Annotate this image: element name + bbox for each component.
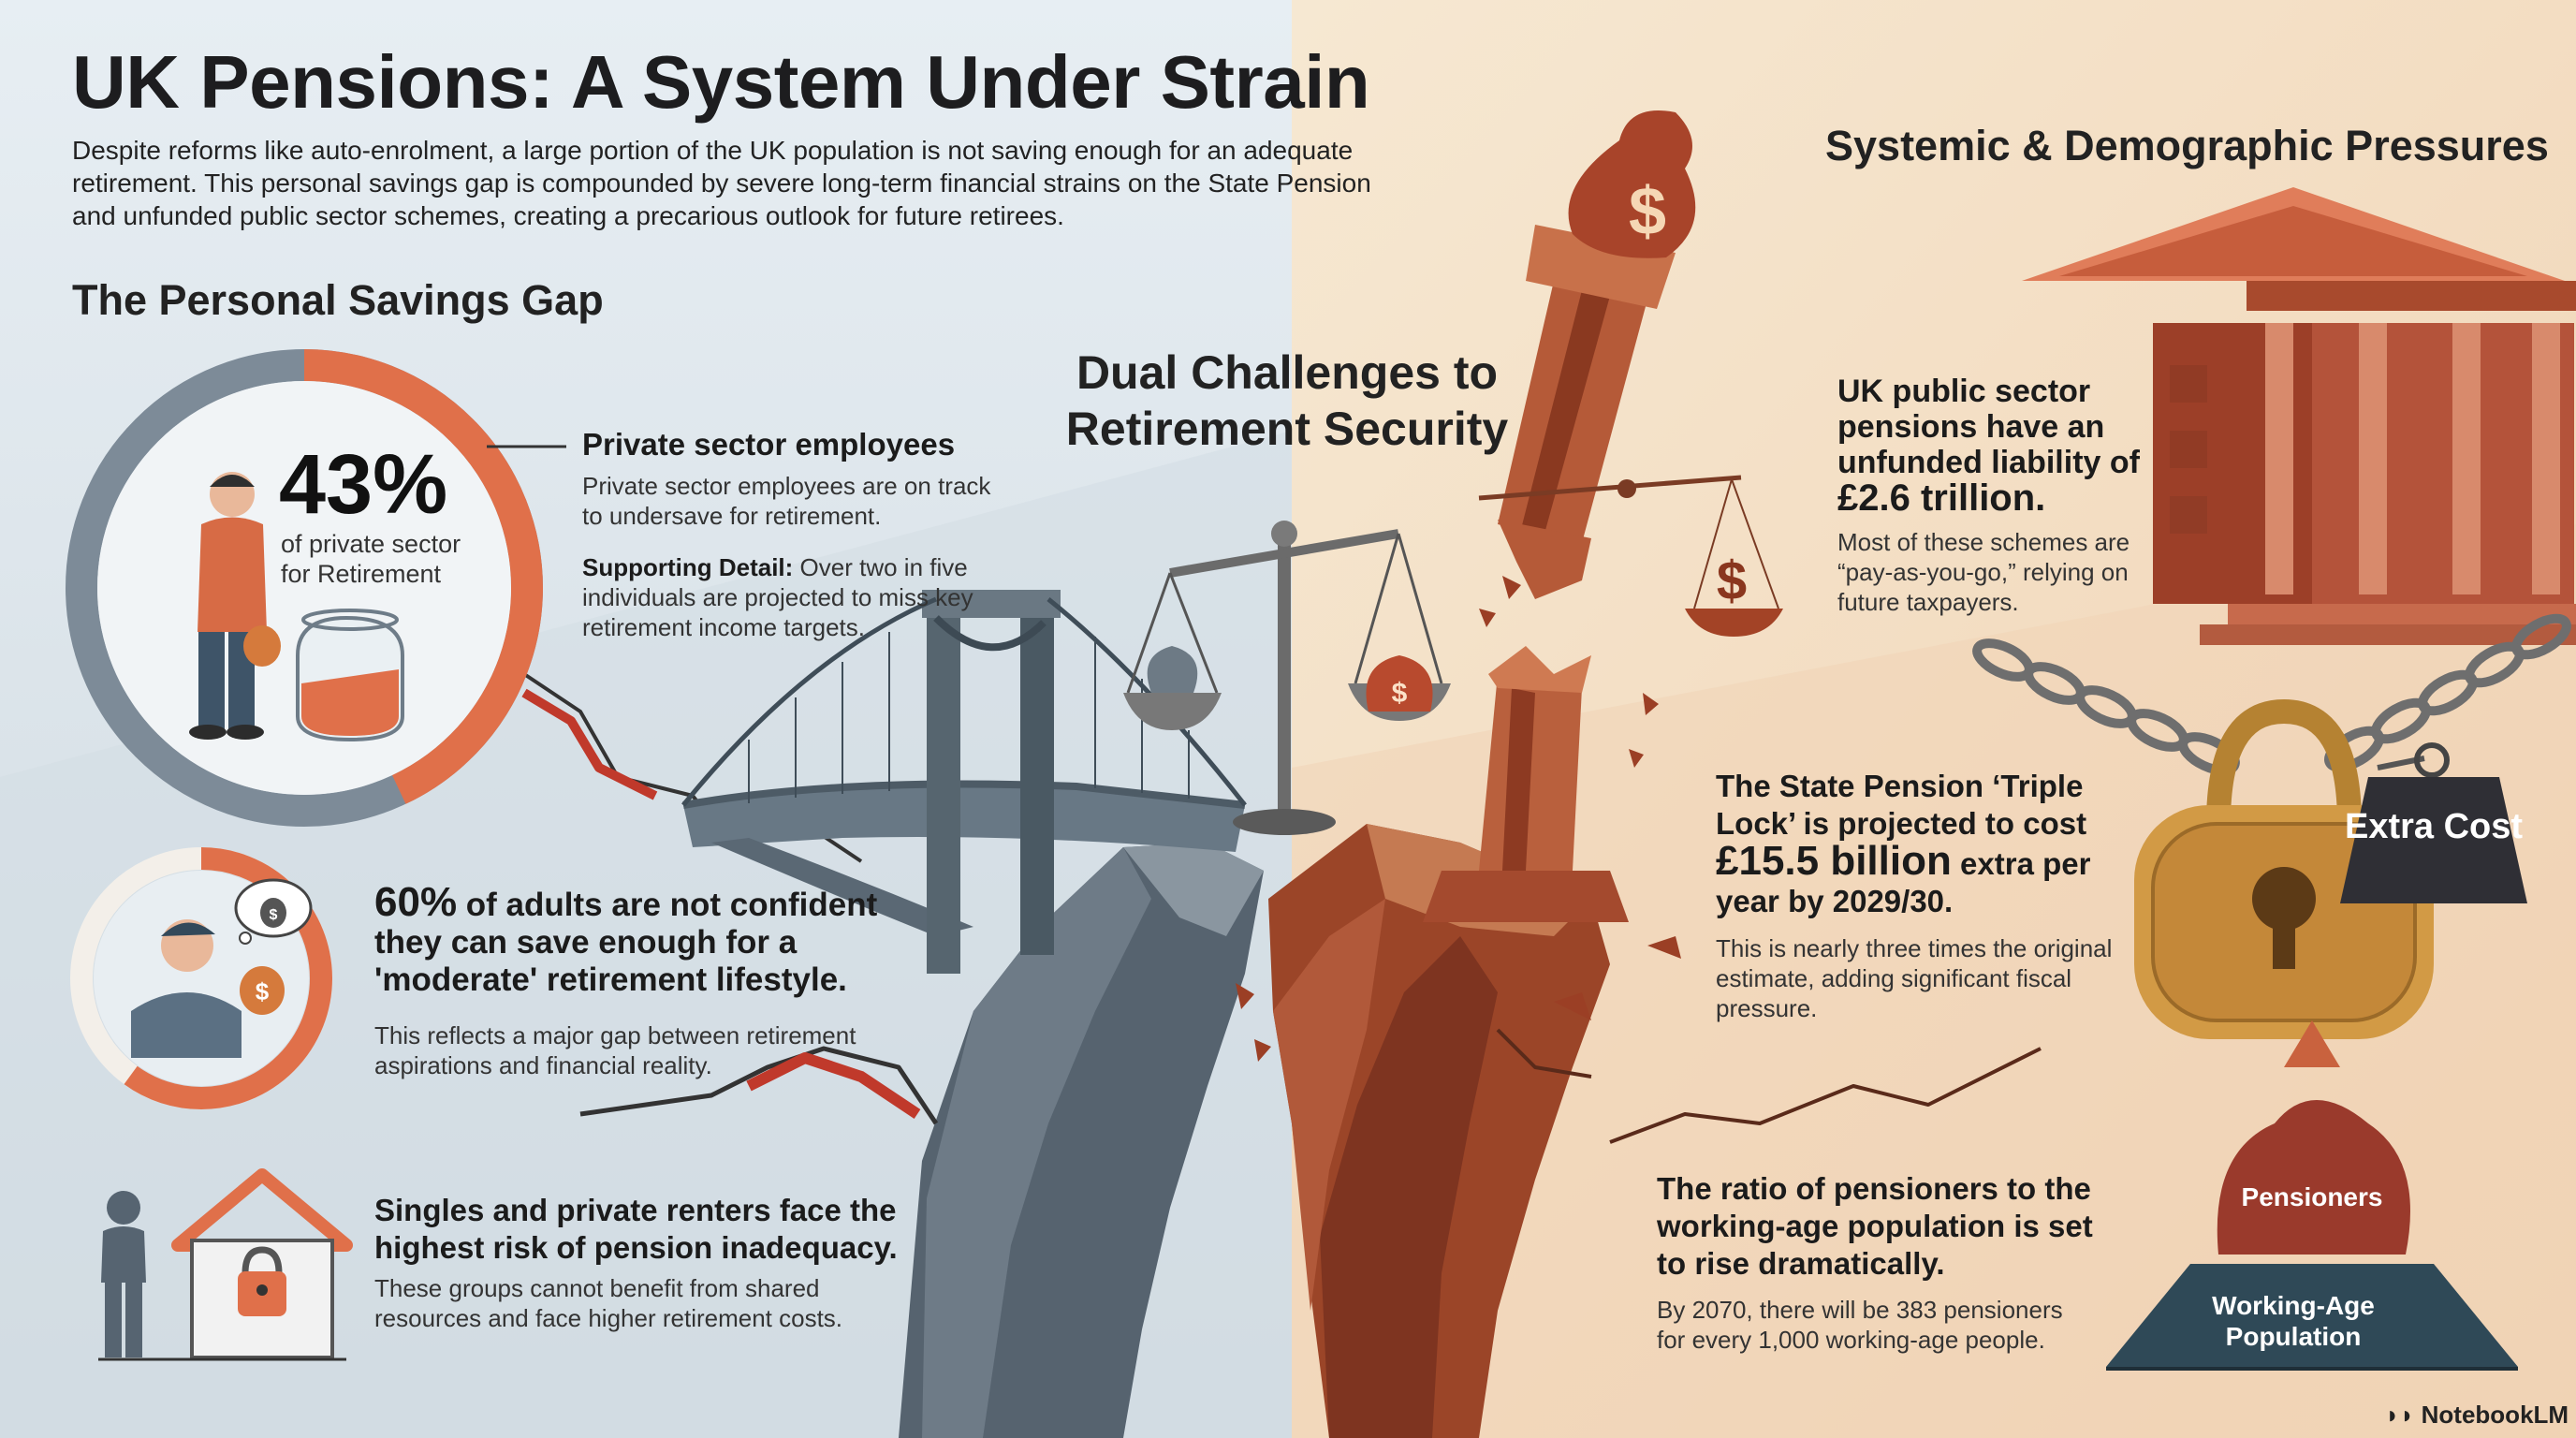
chained-padlock — [1972, 613, 2571, 1039]
support-label: Supporting Detail: — [582, 553, 794, 581]
confidence-heading-text: of adults are not confident they can sav… — [374, 887, 878, 998]
confidence-heading: 60% of adults are not confident they can… — [374, 882, 908, 999]
dual-challenges-heading: Dual Challenges to Retirement Security — [1065, 346, 1509, 455]
column-scale: $ — [1478, 475, 1783, 637]
svg-text:$: $ — [1392, 678, 1408, 709]
right-cliff — [1268, 824, 1610, 1438]
notebooklm-icon: ◗◗ — [2385, 1401, 2422, 1429]
confidence-stat: 60% — [374, 879, 458, 925]
triple-lock-heading-post: extra per year by 2029/30. — [1716, 846, 2091, 918]
svg-text:$: $ — [1717, 550, 1747, 611]
public-building — [2022, 187, 2576, 645]
systemic-pressures-heading: Systemic & Demographic Pressures — [1825, 122, 2549, 169]
triple-lock-heading-pre: The State Pension ‘Triple Lock’ is proje… — [1716, 769, 2087, 841]
private-sector-stat-caption: of private sector for Retirement — [281, 530, 461, 588]
pyramid-pensioners-label: Pensioners — [2241, 1182, 2383, 1211]
svg-text:$: $ — [256, 977, 270, 1005]
notebooklm-brand: ◗◗ NotebookLM — [2385, 1401, 2569, 1430]
private-sector-support: Supporting Detail: Over two in five indi… — [582, 552, 1022, 642]
intro-paragraph: Despite reforms like auto-enrolment, a l… — [72, 136, 1371, 230]
ratio-description: By 2070, there will be 383 pensioners fo… — [1657, 1296, 2063, 1354]
public-sector-heading: UK public sector pensions have an unfund… — [1837, 374, 2146, 518]
singles-heading: Singles and private renters face the hig… — [374, 1193, 898, 1265]
singles-description: These groups cannot benefit from shared … — [374, 1274, 843, 1332]
private-sector-description: Private sector employees are on track to… — [582, 472, 991, 530]
page-title: UK Pensions: A System Under Strain — [72, 40, 1370, 124]
confidence-ring: $ $ — [70, 847, 332, 1109]
broken-bridge — [681, 590, 1247, 974]
svg-text:$: $ — [1629, 174, 1666, 249]
renter-house — [98, 1168, 353, 1361]
public-sector-description: Most of these schemes are “pay-as-you-go… — [1837, 528, 2130, 616]
personal-savings-heading: The Personal Savings Gap — [72, 276, 604, 324]
broken-column: $ — [1236, 110, 1696, 1062]
private-sector-stat: 43% — [279, 438, 448, 532]
confidence-description: This reflects a major gap between retire… — [374, 1021, 856, 1079]
private-sector-heading: Private sector employees — [582, 427, 956, 462]
population-pyramid — [2106, 1020, 2518, 1371]
ground-cracks — [439, 653, 2042, 1144]
triple-lock-heading: The State Pension ‘Triple Lock’ is proje… — [1716, 768, 2128, 920]
left-cliff — [899, 843, 1264, 1438]
balance-scales: $ — [1123, 521, 1451, 835]
support-text: Over two in five individuals are project… — [582, 553, 973, 641]
public-sector-heading-text: UK public sector pensions have an unfund… — [1837, 374, 2140, 480]
triple-lock-cost: £15.5 billion — [1716, 838, 1952, 884]
ratio-heading: The ratio of pensioners to the working-a… — [1657, 1171, 2093, 1281]
brand-text: NotebookLM — [2421, 1401, 2569, 1429]
triple-lock-description: This is nearly three times the original … — [1716, 934, 2113, 1022]
extra-cost-weight-label: Extra Cost — [2344, 807, 2524, 846]
public-sector-liability: £2.6 trillion. — [1837, 477, 2046, 519]
pyramid-working-age-label: Working-Age Population — [2212, 1291, 2375, 1351]
svg-text:$: $ — [270, 907, 278, 923]
private-sector-ring — [66, 349, 543, 827]
